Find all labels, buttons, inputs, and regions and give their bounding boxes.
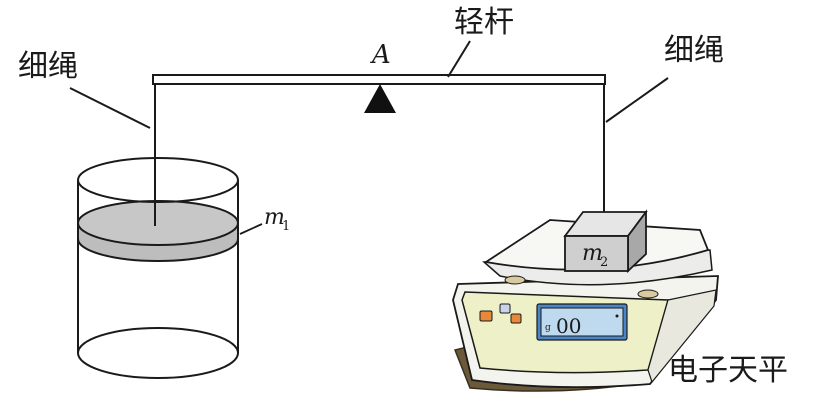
mass-2-subscript: 2 [600, 255, 608, 270]
scale-label: 电子天平 [668, 353, 788, 388]
beaker [77, 157, 239, 379]
rod-label: 轻杆 [454, 5, 514, 40]
mass-1-symbol: m [264, 205, 285, 230]
rod-leader [447, 40, 471, 78]
pivot-triangle [364, 84, 396, 113]
mass-2-label: m 2 [582, 241, 608, 270]
mass-1-subscript: 1 [282, 219, 290, 234]
lcd-unit: g [545, 323, 551, 333]
electronic-balance: g 00 [452, 219, 719, 392]
right-rope-label: 细绳 [664, 33, 724, 68]
tare-button[interactable] [479, 310, 493, 322]
right-rope-leader [605, 77, 669, 123]
mass-2-block [563, 209, 648, 274]
left-rope-label: 细绳 [18, 49, 78, 84]
mode-button[interactable] [499, 303, 511, 314]
zero-button[interactable] [510, 313, 522, 324]
lcd-reading: 00 [556, 314, 581, 338]
mass-1-plate-top [77, 200, 239, 246]
mass-2-symbol: m [582, 241, 603, 266]
lcd-screen [540, 307, 624, 337]
left-rope-leader [69, 87, 151, 129]
mass-1-leader [239, 223, 263, 235]
light-rod [152, 74, 606, 85]
mass-1-label: m 1 [264, 205, 290, 234]
pivot-label: A [370, 40, 391, 70]
